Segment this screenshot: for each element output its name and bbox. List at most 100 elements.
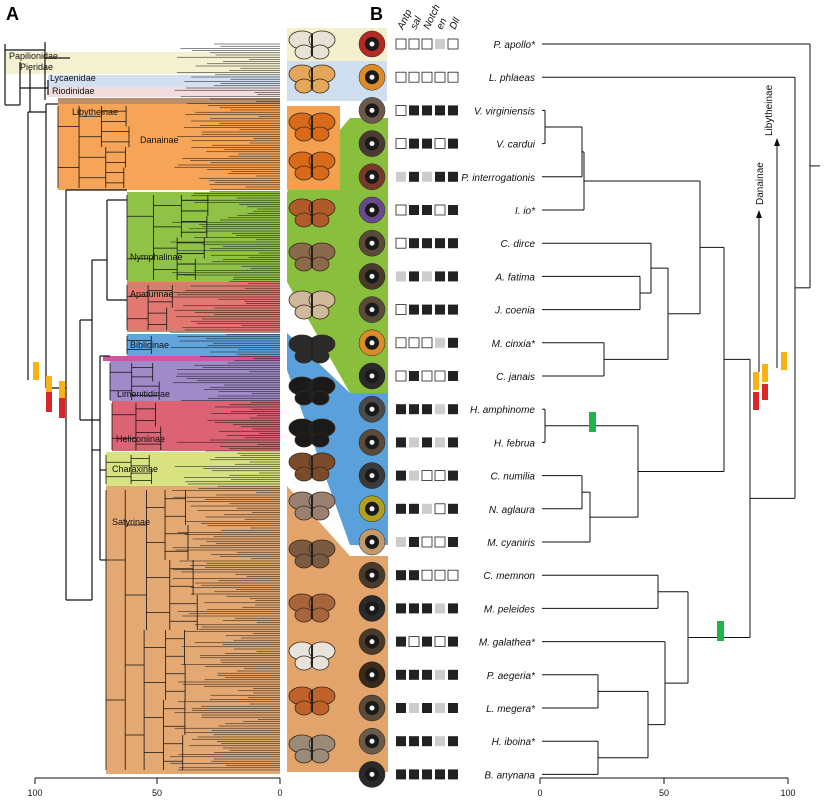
gene-cell	[409, 537, 419, 547]
wing-hind-right	[310, 126, 330, 142]
label-libytheinae-right: Libytheinae	[764, 84, 775, 136]
species-label: H. februa	[494, 438, 536, 449]
gene-cell	[434, 536, 446, 548]
wing-hind-left	[294, 655, 314, 671]
wing-hind-right	[310, 390, 330, 406]
wing-hind-right	[310, 348, 330, 364]
gene-header-sal: sal	[409, 14, 425, 31]
wing-photo	[288, 376, 336, 406]
wing-hind-right	[310, 256, 330, 272]
marker-yellow	[46, 376, 52, 394]
gene-cell	[435, 603, 445, 614]
species-label: M. cinxia*	[492, 339, 536, 350]
gene-cell	[409, 205, 419, 215]
gene-cell	[395, 38, 407, 50]
libytheinae-arrow-head	[774, 138, 780, 146]
marker-yellow	[33, 362, 39, 380]
wing-photo	[288, 734, 336, 764]
wing-body	[311, 68, 313, 90]
eyespot-pupil	[369, 572, 375, 578]
eyespot-photo	[358, 229, 386, 257]
wing-hind-left	[294, 466, 314, 482]
gene-cell	[395, 304, 407, 316]
gene-cell	[448, 537, 458, 547]
gene-cell	[435, 238, 445, 249]
gene-cell	[409, 238, 419, 249]
gene-cell	[448, 503, 458, 514]
wing-photo	[288, 334, 336, 364]
clade-label-lycaenidae: Lycaenidae	[50, 73, 96, 83]
gene-cell	[448, 603, 458, 614]
axis-a: 100 50 0	[27, 777, 283, 798]
clade-label-limenitidinae: Limenitidinae	[117, 389, 170, 399]
species-tree	[542, 43, 820, 775]
species-label: I. io*	[515, 206, 536, 217]
wing-hind-left	[294, 607, 314, 623]
gene-cell	[447, 569, 459, 581]
gene-cell	[409, 171, 419, 182]
label-danainae-right: Danainae	[755, 162, 766, 205]
eyespot-pupil	[369, 639, 375, 645]
wing-hind-right	[310, 505, 330, 521]
wing-hind-right	[310, 212, 330, 228]
wing-hind-right	[310, 78, 330, 94]
clade-box	[48, 87, 280, 97]
eyespot-pupil	[369, 539, 375, 545]
eyespot-photo	[358, 63, 386, 91]
wing-photo	[288, 64, 336, 94]
gene-cell	[434, 503, 446, 515]
wing-hind-right	[310, 44, 330, 60]
gene-cell	[409, 138, 419, 149]
species-label: L. phlaeas	[489, 73, 535, 84]
wing-hind-right	[310, 165, 330, 181]
clade-box	[106, 486, 280, 774]
gene-cell	[408, 71, 420, 83]
eyespot-photo	[358, 727, 386, 755]
wing-photo	[288, 418, 336, 448]
gene-cell	[408, 636, 420, 647]
eyespot-photo	[358, 429, 386, 456]
wing-photo	[288, 641, 336, 671]
gene-cell	[448, 437, 458, 448]
wing-hind-left	[294, 390, 314, 406]
gene-cell	[422, 669, 432, 680]
eyespot-pupil	[369, 771, 375, 777]
eyespot-photo	[358, 495, 386, 523]
gene-cell	[435, 105, 445, 116]
eyespot-photo	[358, 661, 386, 689]
gene-cell	[434, 370, 446, 382]
gene-cell	[448, 371, 458, 381]
gene-cell	[434, 636, 446, 647]
panel-label-a: A	[6, 4, 19, 24]
gene-cell	[409, 703, 419, 713]
gene-cell	[422, 503, 432, 514]
gene-cell	[448, 404, 458, 415]
gene-cell	[434, 71, 446, 83]
species-label: M. peleides	[484, 604, 535, 615]
gene-cell	[448, 470, 458, 481]
eyespot-photo	[358, 97, 386, 124]
wing-hind-left	[294, 78, 314, 94]
species-label: A. fatima	[495, 272, 536, 283]
eyespot-photo	[358, 694, 386, 722]
eyespot-photo	[358, 761, 386, 788]
marker-yellow	[762, 364, 768, 382]
gene-cell	[396, 636, 406, 647]
species-label: P. interrogationis	[461, 173, 535, 184]
gene-cell	[421, 38, 433, 50]
wing-hind-left	[294, 212, 314, 228]
gene-cell	[395, 105, 407, 116]
gene-cell	[422, 769, 432, 780]
clade-label-papilionidae: Papilionidae	[9, 51, 58, 61]
gene-cell	[448, 703, 458, 713]
eyespot-photo	[358, 263, 386, 290]
gene-cell	[396, 603, 406, 614]
axis-a-label-100: 100	[27, 788, 42, 798]
gene-cell	[408, 337, 420, 349]
eyespot-pupil	[369, 174, 375, 180]
wing-photo	[288, 539, 336, 569]
wing-hind-left	[294, 348, 314, 364]
eyespot-pupil	[369, 672, 375, 678]
clade-label-libytheinae: Libytheinae	[72, 107, 118, 117]
